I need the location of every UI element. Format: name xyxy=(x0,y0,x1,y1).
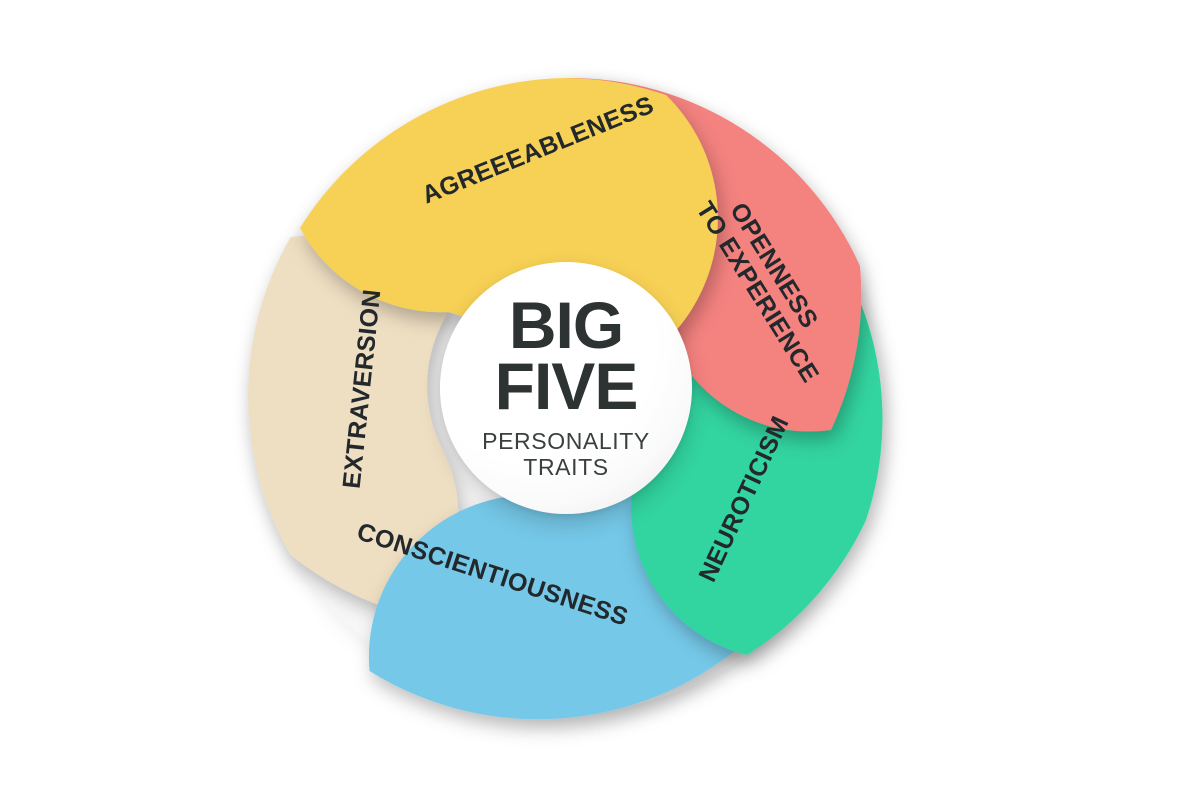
hub-title-line1: BIG xyxy=(508,288,624,363)
hub-subtitle-line2: TRAITS xyxy=(523,454,609,481)
hub-title: BIG FIVE xyxy=(494,292,639,423)
hub-subtitle: PERSONALITY TRAITS xyxy=(482,429,650,481)
hub-title-line2: FIVE xyxy=(494,348,639,423)
center-hub: BIG FIVE PERSONALITY TRAITS xyxy=(440,262,692,514)
segment-extraversion[interactable] xyxy=(248,235,459,618)
hub-subtitle-line1: PERSONALITY xyxy=(482,428,650,455)
